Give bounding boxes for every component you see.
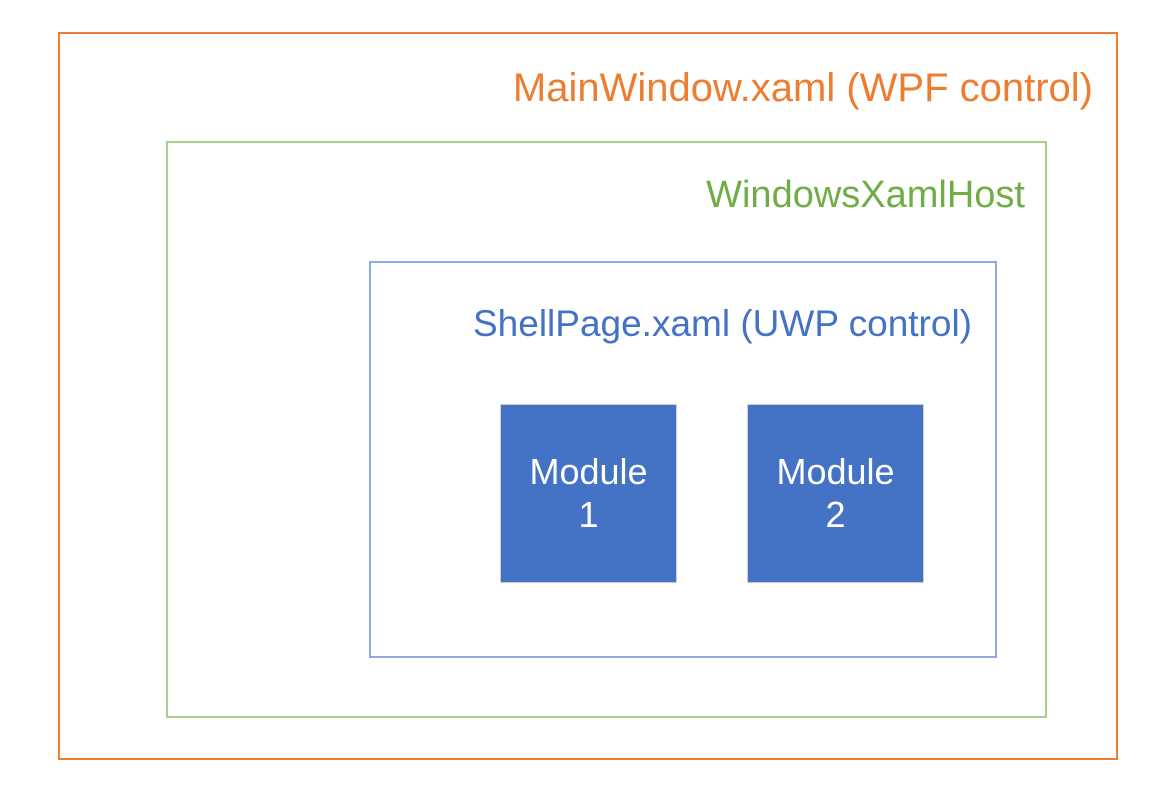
module-2-number: 2 <box>825 493 846 535</box>
module-box-2: Module 2 <box>747 404 924 583</box>
uwp-shellpage-label: ShellPage.xaml (UWP control) <box>473 303 972 344</box>
wpf-window-label: MainWindow.xaml (WPF control) <box>512 66 1093 110</box>
windows-xaml-host-label: WindowsXamlHost <box>706 174 1025 216</box>
uwp-shellpage-boundary <box>369 261 997 658</box>
module-box-1: Module 1 <box>500 404 677 583</box>
wpf-window-boundary <box>58 32 1118 760</box>
windows-xaml-host-boundary <box>166 141 1047 718</box>
module-2-name: Module <box>776 451 895 493</box>
module-1-name: Module <box>529 451 648 493</box>
module-1-number: 1 <box>578 493 599 535</box>
